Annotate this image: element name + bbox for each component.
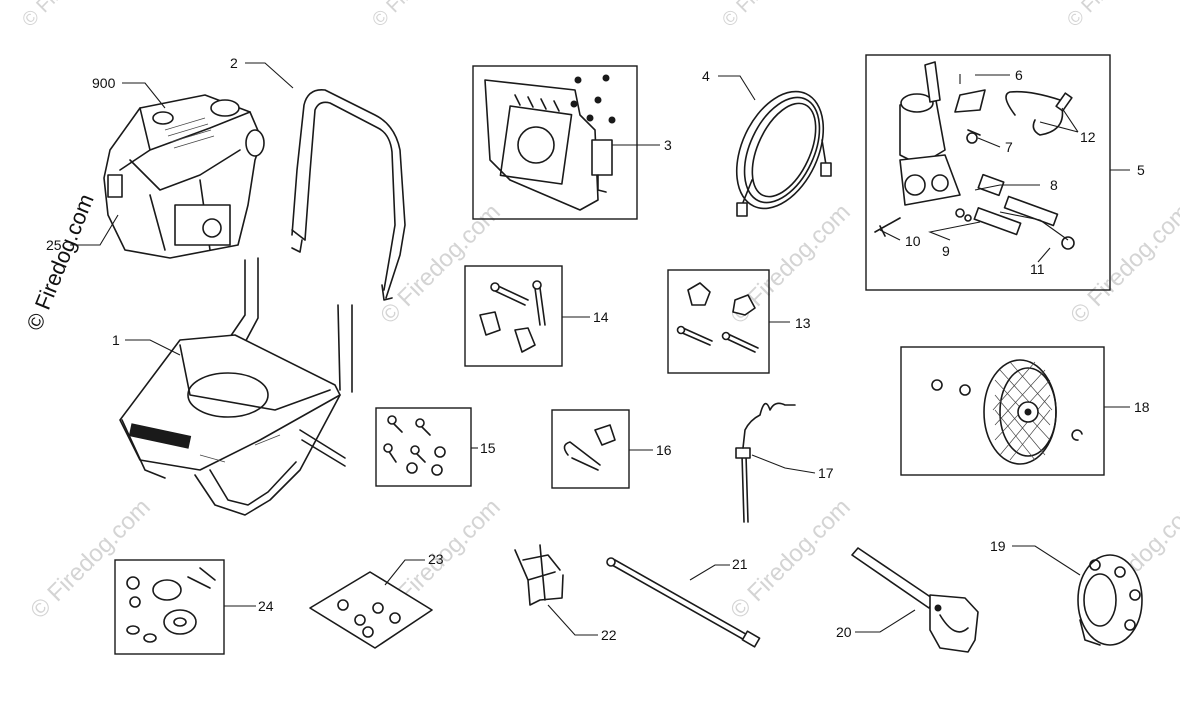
handle-part — [291, 88, 406, 301]
callout-7: 7 — [1005, 139, 1013, 155]
leader-lines — [70, 62, 1130, 636]
callout-15: 15 — [480, 440, 496, 456]
callout-1: 1 — [112, 332, 120, 348]
watermark-text: © Firedog.com — [718, 0, 827, 32]
bag-part — [309, 571, 433, 649]
engine-part — [103, 94, 265, 259]
clip-kit-16 — [551, 409, 630, 489]
callout-2: 2 — [230, 55, 238, 71]
watermark-text: © Firedog.com — [18, 0, 127, 32]
callout-4: 4 — [702, 68, 710, 84]
bolt-kit-13 — [667, 269, 770, 374]
callout-12: 12 — [1080, 129, 1096, 145]
wand-part — [606, 557, 761, 648]
callout-25: 25 — [46, 237, 62, 253]
callout-5: 5 — [1137, 162, 1145, 178]
callout-16: 16 — [656, 442, 672, 458]
callout-3: 3 — [664, 137, 672, 153]
callout-8: 8 — [1050, 177, 1058, 193]
callout-22: 22 — [601, 627, 617, 643]
callout-21: 21 — [732, 556, 748, 572]
callout-17: 17 — [818, 465, 834, 481]
bearing-kit-24 — [114, 559, 225, 655]
watermark-text: © Firedog.com — [368, 0, 477, 32]
dipstick-part — [735, 402, 796, 523]
callout-20: 20 — [836, 624, 852, 640]
holder-part — [514, 544, 564, 606]
pump-part — [865, 54, 1111, 291]
callout-14: 14 — [593, 309, 609, 325]
watermark-text: © Firedog.com — [1063, 0, 1172, 32]
callout-10: 10 — [905, 233, 921, 249]
callout-18: 18 — [1134, 399, 1150, 415]
callout-23: 23 — [428, 551, 444, 567]
callout-900: 900 — [92, 75, 116, 91]
nozzle-holder-part — [1077, 554, 1143, 646]
callout-13: 13 — [795, 315, 811, 331]
frame-part — [119, 257, 353, 516]
bolt-kit-14 — [464, 265, 563, 367]
callout-labels: 900 25 1 2 3 4 5 6 7 8 9 10 11 12 13 14 … — [46, 55, 1150, 643]
hardware-kit-15 — [375, 407, 472, 487]
panel-part — [472, 65, 638, 220]
callout-11: 11 — [1030, 261, 1045, 277]
watermark-main: © Firedog.com — [21, 190, 98, 333]
watermark-text: © Firedog.com — [1065, 199, 1180, 330]
callout-6: 6 — [1015, 67, 1023, 83]
callout-9: 9 — [942, 243, 950, 259]
callout-24: 24 — [258, 598, 274, 614]
hose-part — [735, 90, 832, 217]
wheel-part — [900, 346, 1105, 476]
callout-19: 19 — [990, 538, 1006, 554]
spray-gun-part — [851, 547, 979, 653]
